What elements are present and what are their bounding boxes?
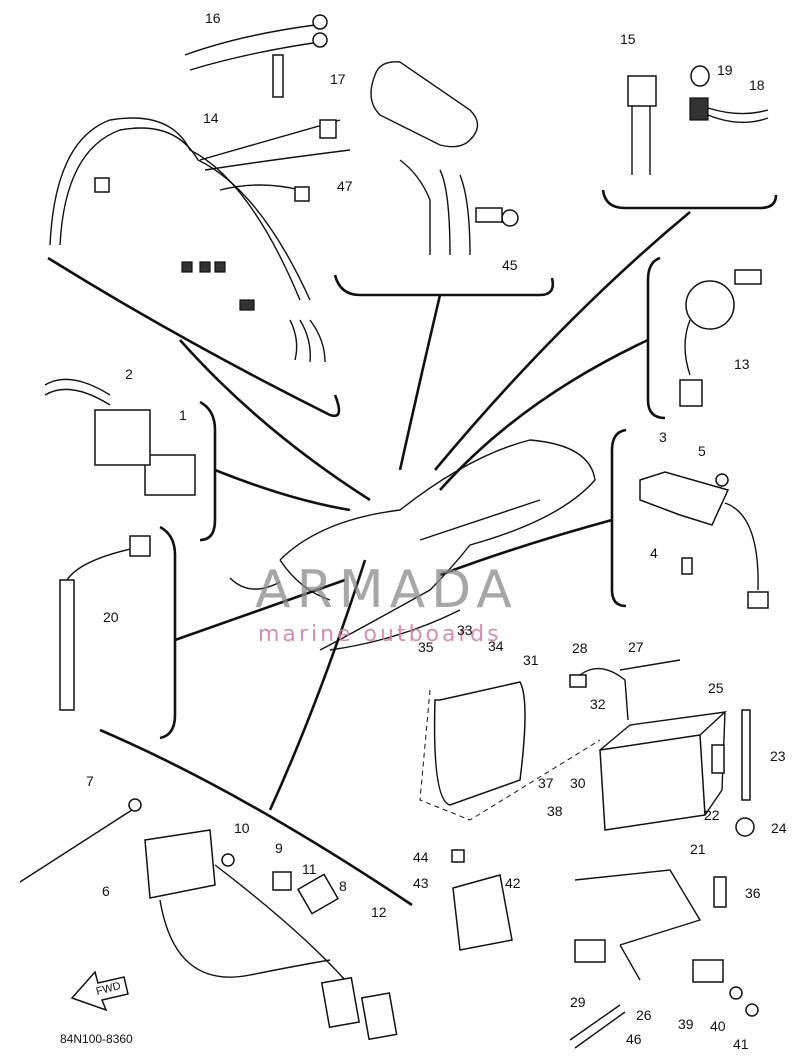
- fwd-arrow: [70, 970, 129, 1012]
- sensor-part: [59, 535, 151, 711]
- callout-13: 13: [734, 356, 750, 372]
- callout-9: 9: [275, 840, 283, 856]
- callout-10: 10: [234, 820, 250, 836]
- callout-43: 43: [413, 875, 429, 891]
- leader-sensor: [174, 578, 346, 642]
- callout-18: 18: [749, 77, 765, 93]
- callout-45: 45: [502, 257, 518, 273]
- callout-12: 12: [371, 904, 387, 920]
- callout-34: 34: [488, 638, 504, 654]
- callout-21: 21: [690, 841, 706, 857]
- cap-wire-part: [184, 14, 328, 98]
- callout-17: 17: [330, 71, 346, 87]
- callout-44: 44: [413, 849, 429, 865]
- leader-relay: [434, 211, 691, 471]
- callout-22: 22: [704, 807, 720, 823]
- wire-harness-part: [49, 117, 351, 363]
- ignition-coil-part: [19, 798, 398, 1041]
- callout-20: 20: [103, 609, 119, 625]
- leader-switches: [398, 294, 442, 471]
- bracket-module: [199, 400, 217, 542]
- callout-2: 2: [125, 366, 133, 382]
- callout-38: 38: [547, 803, 563, 819]
- callout-15: 15: [620, 31, 636, 47]
- watermark-tagline: marine outboards: [258, 622, 502, 647]
- callout-1: 1: [179, 407, 187, 423]
- bracket-wire-harness: [47, 256, 341, 418]
- callout-26: 26: [636, 1007, 652, 1023]
- callout-23: 23: [770, 748, 786, 764]
- callout-30: 30: [570, 775, 586, 791]
- switch-group-part: [370, 61, 519, 256]
- callout-25: 25: [708, 680, 724, 696]
- callout-5: 5: [698, 443, 706, 459]
- bracket-sensor: [159, 525, 177, 740]
- bracket-rectifier: [610, 428, 627, 608]
- watercraft-outline: [229, 439, 596, 651]
- callout-46: 46: [626, 1031, 642, 1047]
- bulb-socket-part: [689, 65, 769, 123]
- diagram-code: 84N100-8360: [60, 1032, 133, 1046]
- leader-mainswitch: [439, 338, 649, 491]
- callout-42: 42: [505, 875, 521, 891]
- main-switch-part: [679, 269, 762, 407]
- callout-33: 33: [457, 622, 473, 638]
- callout-41: 41: [733, 1036, 749, 1052]
- callout-27: 27: [628, 639, 644, 655]
- callout-28: 28: [572, 640, 588, 656]
- callout-8: 8: [339, 878, 347, 894]
- leader-ignition: [268, 559, 367, 811]
- callout-19: 19: [717, 62, 733, 78]
- callout-47: 47: [337, 178, 353, 194]
- bracket-switch-group: [333, 274, 555, 297]
- callout-35: 35: [418, 639, 434, 655]
- battery-group-part: [419, 659, 759, 1049]
- callout-40: 40: [710, 1018, 726, 1034]
- module-part: [44, 378, 196, 496]
- bracket-relay-group: [601, 189, 778, 210]
- callout-11: 11: [302, 861, 317, 877]
- bracket-ignition-group: [99, 728, 413, 907]
- callout-32: 32: [590, 696, 606, 712]
- callout-36: 36: [745, 885, 761, 901]
- rectifier-part: [639, 471, 769, 609]
- bracket-main-switch: [646, 256, 666, 420]
- callout-39: 39: [678, 1016, 694, 1032]
- callout-24: 24: [771, 820, 787, 836]
- leader-harness: [179, 339, 371, 502]
- leader-rectifier: [439, 518, 613, 577]
- callout-31: 31: [523, 652, 539, 668]
- callout-6: 6: [102, 883, 110, 899]
- relay-part: [627, 75, 657, 175]
- callout-16: 16: [205, 10, 221, 26]
- callout-4: 4: [650, 545, 658, 561]
- watermark-brand: ARMADA: [255, 560, 518, 620]
- leader-module: [214, 468, 351, 512]
- callout-7: 7: [86, 773, 94, 789]
- callout-37: 37: [538, 775, 554, 791]
- callout-14: 14: [203, 110, 219, 126]
- callout-3: 3: [659, 429, 667, 445]
- callout-29: 29: [570, 994, 586, 1010]
